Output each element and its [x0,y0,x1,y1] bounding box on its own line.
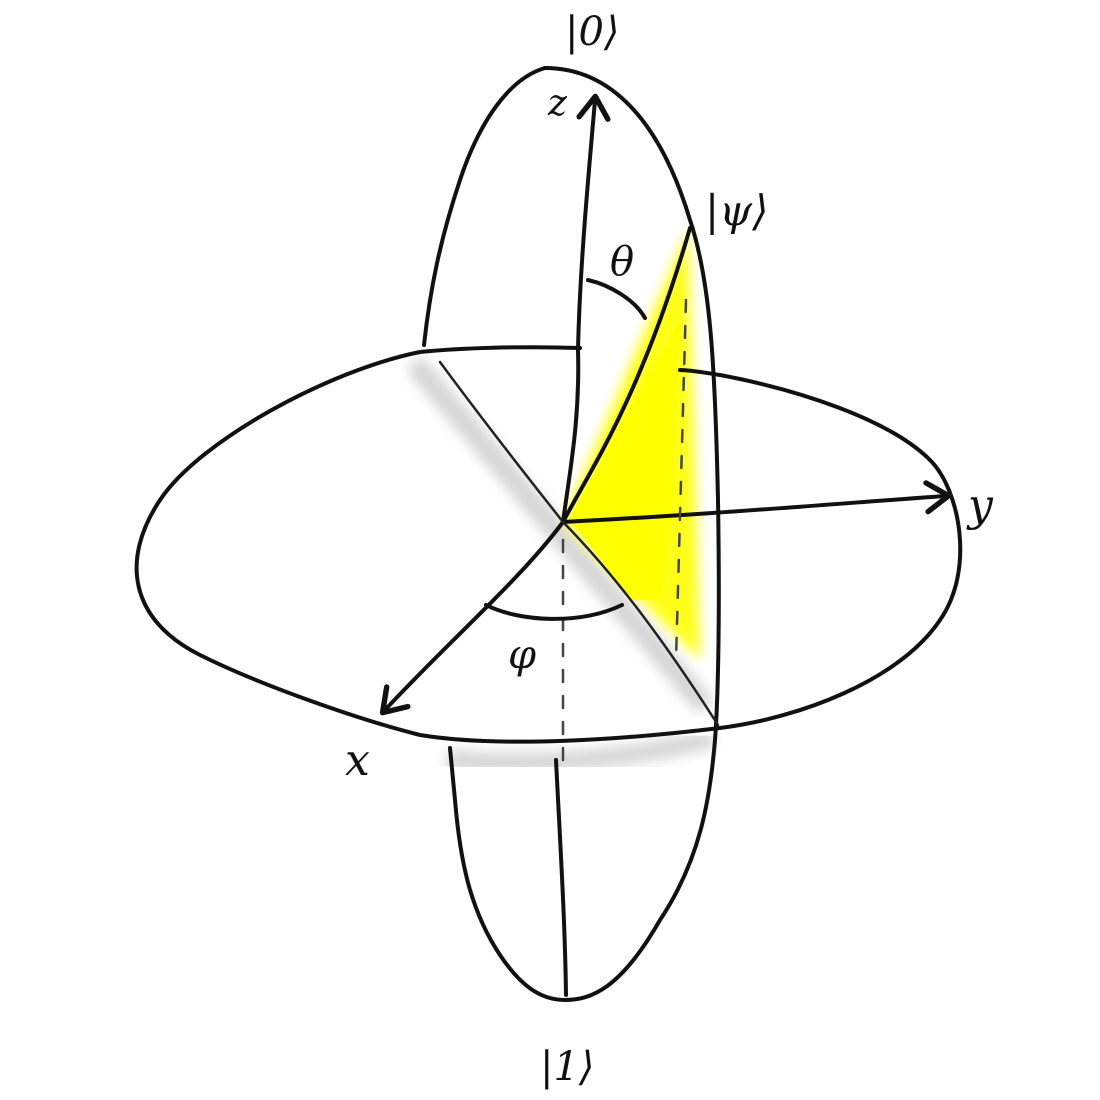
shadow-bottom [445,730,715,773]
back-diagonal-line [438,360,565,524]
y-axis-arrow [561,480,952,524]
theta-label: θ [610,239,634,285]
x-axis-arrow [379,520,565,716]
z-axis-label: z [547,83,568,124]
shadow-diagonal [409,359,711,711]
ket-zero-label: |0⟩ [565,9,620,55]
lower-meridian-line [554,758,568,997]
meridian-ellipse [448,66,721,1002]
phi-label: φ [508,632,536,678]
y-axis-label: y [966,480,994,531]
psi-vector [561,226,692,524]
ket-psi-label: |ψ⟩ [705,186,768,235]
highlight-core [570,320,680,600]
theta-arc [586,278,647,320]
ket-one-label: |1⟩ [540,1044,595,1090]
z-axis-arrow [561,93,611,524]
equator-ellipse [134,345,963,744]
x-axis-label: x [345,735,370,786]
phi-arc [484,603,624,621]
meridian-ellipse-left [422,66,547,347]
psi-projection [561,520,720,727]
psi-dropline [674,298,688,662]
